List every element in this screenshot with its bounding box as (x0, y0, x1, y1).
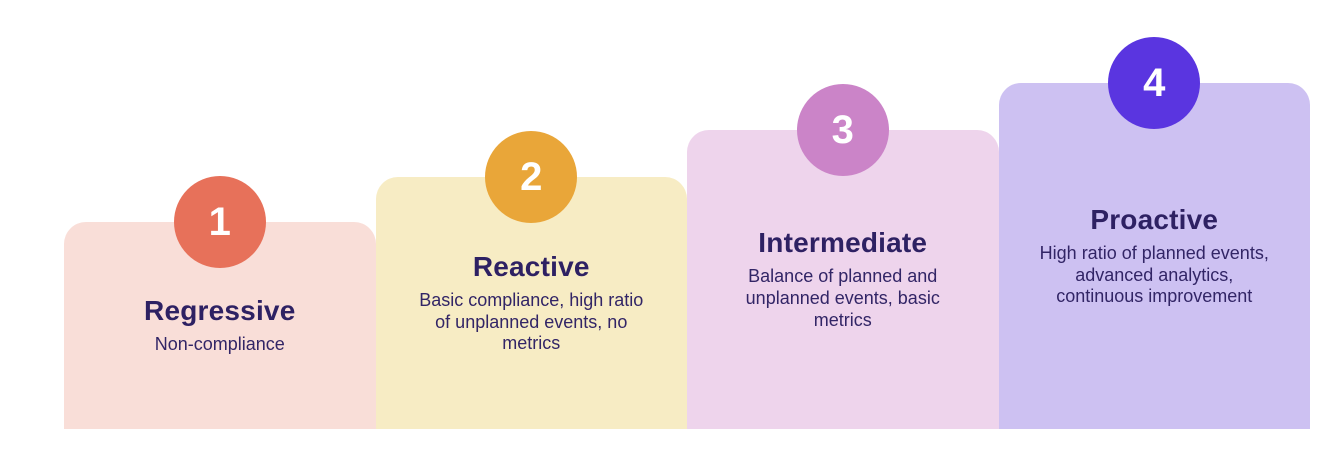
step-2-number-badge: 2 (485, 131, 578, 223)
step-4-description: High ratio of planned events, advanced a… (1039, 242, 1269, 307)
step-2-title: Reactive (472, 250, 590, 282)
step-card-intermediate: 3 Intermediate Balance of planned and un… (687, 84, 999, 429)
step-1-title: Regressive (144, 295, 296, 327)
step-card-proactive: 4 Proactive High ratio of planned events… (998, 37, 1310, 429)
step-3-number-badge: 3 (796, 84, 889, 176)
step-4-title: Proactive (1090, 203, 1219, 235)
step-1-number-badge: 1 (173, 176, 266, 268)
step-1-content: Regressive Non-compliance (124, 295, 315, 356)
steps-row: 1 Regressive Non-compliance 2 Reactive B… (64, 37, 1310, 429)
step-2-content: Reactive Basic compliance, high ratio of… (395, 251, 667, 356)
step-3-title: Intermediate (758, 227, 928, 259)
step-card-reactive: 2 Reactive Basic compliance, high ratio … (375, 131, 687, 429)
step-1-number: 1 (208, 200, 231, 244)
step-card-regressive: 1 Regressive Non-compliance (64, 176, 376, 429)
step-4-number-badge: 4 (1108, 37, 1201, 129)
step-1-description: Non-compliance (154, 334, 285, 355)
step-3-description: Balance of planned and unplanned events,… (745, 266, 940, 330)
step-3-content: Intermediate Balance of planned and unpl… (707, 227, 979, 332)
step-3-number: 3 (831, 108, 854, 152)
step-2-description: Basic compliance, high ratio of unplanne… (419, 289, 644, 354)
step-4-number: 4 (1143, 61, 1166, 105)
step-2-number: 2 (520, 155, 543, 199)
step-4-content: Proactive High ratio of planned events, … (1018, 204, 1290, 309)
